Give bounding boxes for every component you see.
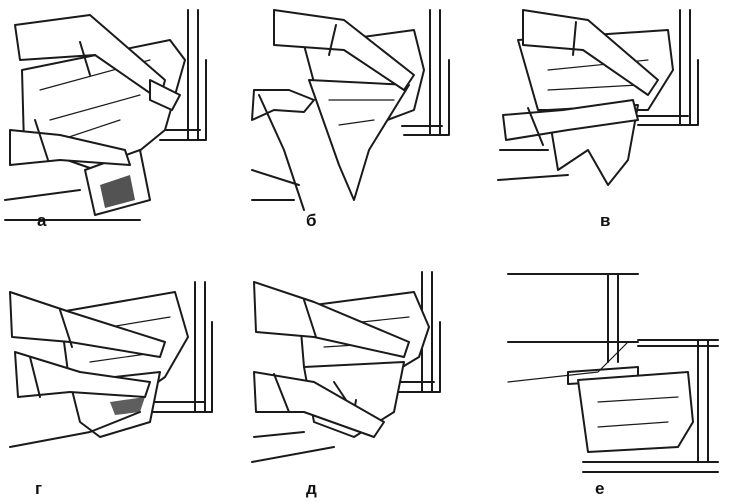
panel-d-drawing — [251, 271, 441, 463]
panel-b-caption: б — [306, 211, 317, 230]
panel-v-caption: в — [600, 211, 611, 230]
panel-e-caption: е — [595, 479, 605, 498]
panel-v: в — [488, 0, 732, 240]
panel-b-drawing — [251, 9, 450, 211]
panel-d-caption: д — [306, 479, 317, 498]
panel-g-caption: г — [35, 479, 43, 498]
panel-b: б — [244, 0, 476, 240]
panel-e-drawing — [507, 273, 719, 473]
panel-g-drawing — [9, 281, 213, 448]
panel-v-drawing — [497, 9, 699, 186]
panel-d: д — [244, 262, 476, 504]
panel-e: е — [488, 262, 732, 504]
panel-a: а — [0, 0, 232, 240]
panel-a-drawing — [4, 9, 207, 221]
panel-g: г — [0, 262, 232, 504]
panel-a-caption: а — [37, 211, 47, 230]
